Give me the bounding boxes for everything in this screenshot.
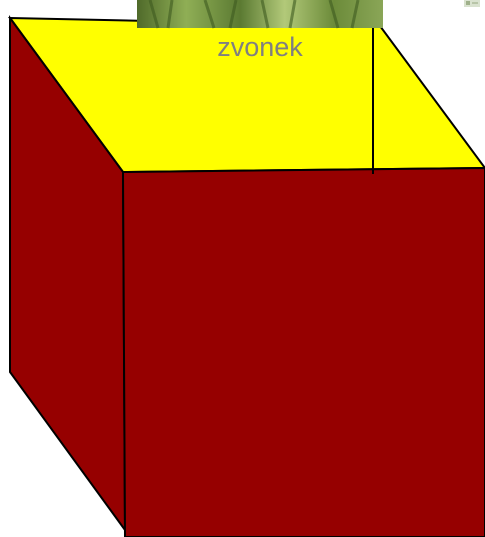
cube-front-face [123,168,485,537]
cube-caption: zvonek [135,30,385,64]
plant-photo [137,0,383,28]
small-thumbnail [464,0,480,7]
